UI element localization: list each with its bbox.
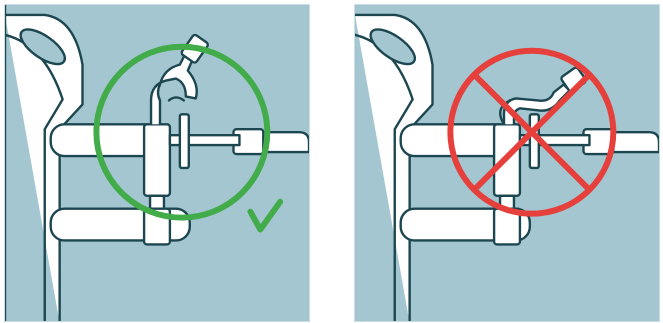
bed-frame-inner [5,33,64,321]
cross-line-2 [471,71,593,193]
correct-example-panel [4,4,310,322]
bed-frame-inner [355,33,414,321]
incorrect-example-panel [354,4,660,322]
frame-handle-icon [19,28,67,66]
check-circle-icon [93,43,284,233]
connector-body [142,123,172,197]
incorrect-example-illustration [355,13,659,321]
check-icon [247,198,284,233]
cross-circle-icon [447,47,617,217]
side-port [149,51,198,126]
frame-handle-icon [369,28,417,66]
stopcock-handle [178,113,190,170]
correct-example-illustration [5,5,309,321]
